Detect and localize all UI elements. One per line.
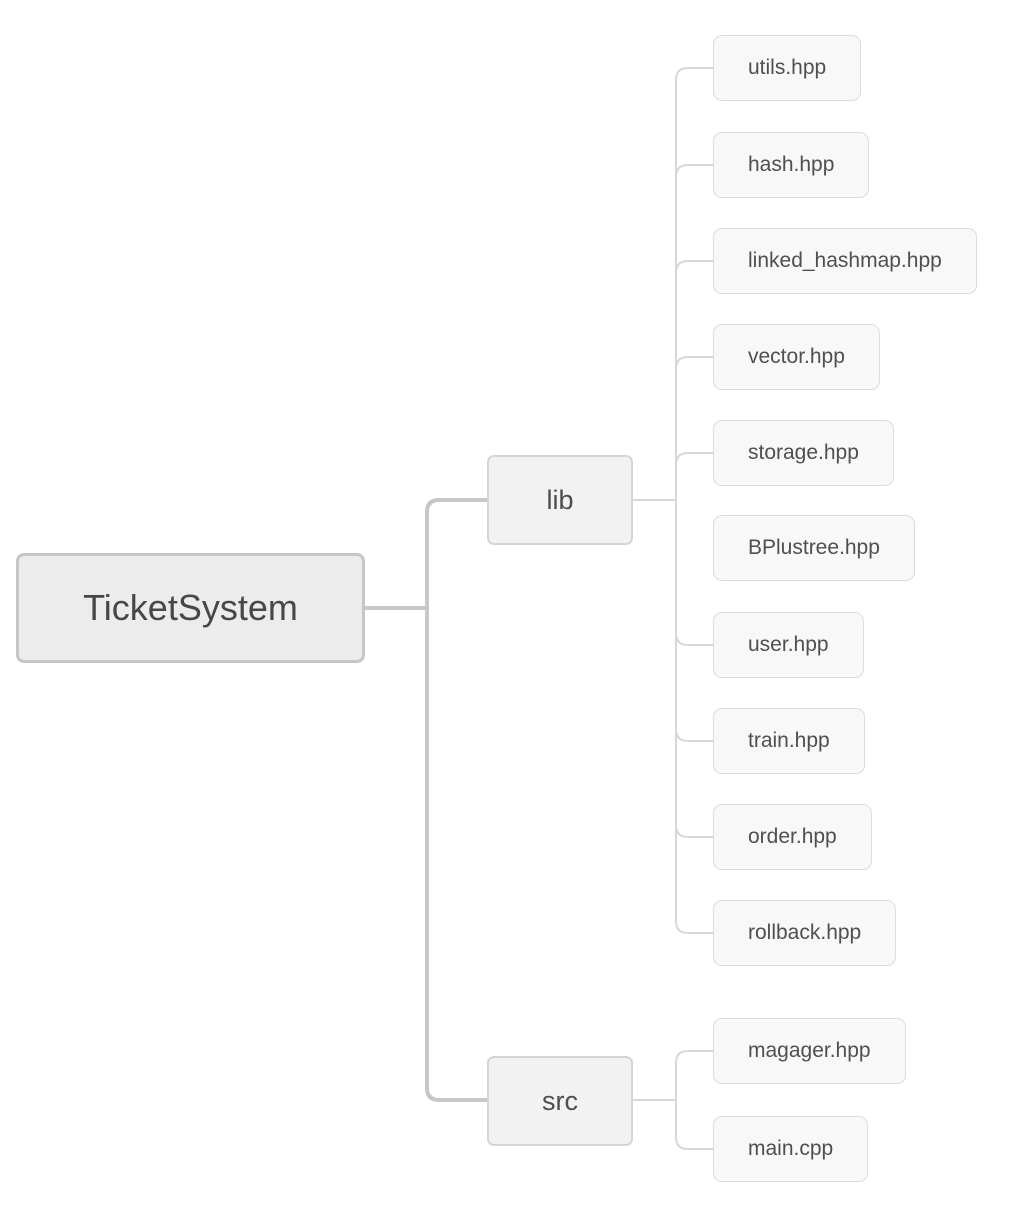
node-bplustree-hpp: BPlustree.hpp [713,515,915,581]
connector-train [675,728,713,742]
connector-src-trunk [675,1050,713,1150]
connector-lib-trunk [675,67,713,934]
connector-root-trunk [425,498,487,1102]
node-lib: lib [487,455,633,545]
node-hash-hpp: hash.hpp [713,132,870,198]
node-utils-hpp: utils.hpp [713,35,862,101]
connector-hash [675,164,713,178]
node-user-hpp: user.hpp [713,612,864,678]
node-main-cpp: main.cpp [713,1116,869,1182]
node-train-hpp: train.hpp [713,708,865,774]
node-linked-hashmap-hpp: linked_hashmap.hpp [713,228,977,294]
connector-user [675,632,713,646]
connector-order [675,824,713,838]
root-connector-group [365,498,487,1102]
node-magager-hpp: magager.hpp [713,1018,906,1084]
connector-vector [675,356,713,370]
node-rollback-hpp: rollback.hpp [713,900,897,966]
child-connector-group [632,67,713,1150]
node-order-hpp: order.hpp [713,804,872,870]
node-src: src [487,1056,633,1146]
node-ticketsystem: TicketSystem [16,553,365,663]
node-storage-hpp: storage.hpp [713,420,894,486]
connector-storage [675,452,713,466]
connector-linked-hashmap [675,260,713,274]
node-vector-hpp: vector.hpp [713,324,880,390]
